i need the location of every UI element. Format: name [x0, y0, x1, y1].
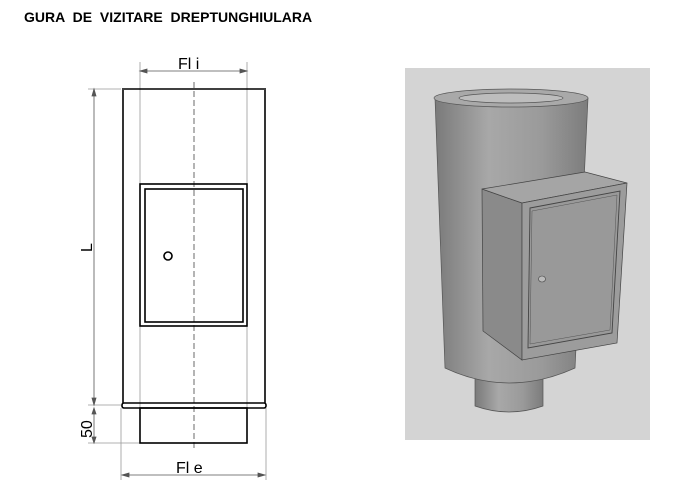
door: [527, 190, 621, 349]
door-knob: [538, 275, 546, 283]
render-3d: [405, 68, 650, 440]
dim-spigot-label: 50: [79, 420, 96, 438]
page-title: GURA DE VIZITARE DREPTUNGHIULARA: [24, 9, 313, 25]
dim-length-label: L: [79, 243, 96, 252]
pipe-outline: [121, 88, 267, 444]
dim-outer-diameter-label: Fl e: [176, 460, 203, 477]
dim-inner-diameter-label: Fl i: [178, 56, 199, 73]
